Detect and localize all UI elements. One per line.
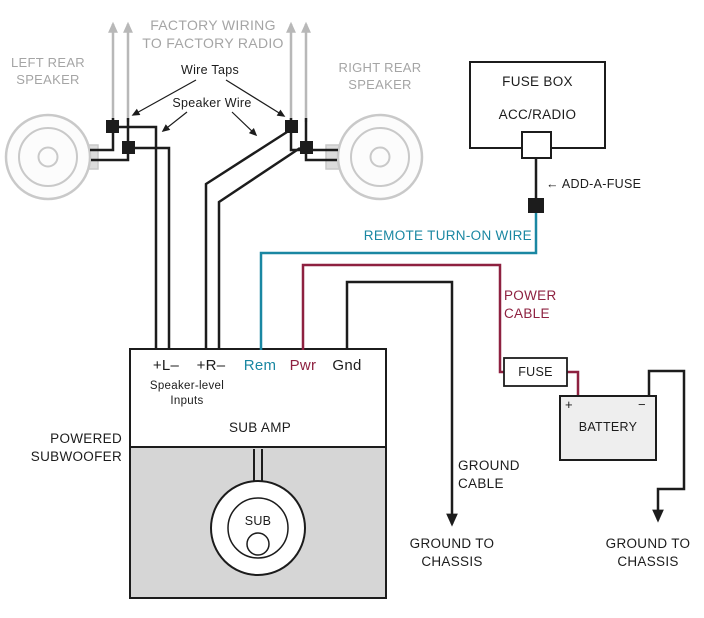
remote-turn-on-label: REMOTE TURN-ON WIRE <box>363 228 532 243</box>
wire-tap <box>122 141 135 154</box>
right-rear-speaker <box>325 113 424 201</box>
add-a-fuse-label: ← ADD-A-FUSE <box>546 177 642 191</box>
power-cable-wire <box>301 263 580 397</box>
left-speaker-label: LEFT REAR SPEAKER <box>11 55 85 87</box>
amp-terminal-ground: Gnd <box>332 357 362 374</box>
factory-wiring-label: FACTORY WIRING TO FACTORY RADIO <box>142 17 284 52</box>
amp-terminal-remote: Rem <box>243 357 277 374</box>
factory-speaker-wire <box>91 118 130 162</box>
right-speaker-label: RIGHT REAR SPEAKER <box>338 60 422 92</box>
wire-taps-arrow <box>131 79 197 116</box>
wire-taps <box>106 120 313 154</box>
speaker-wire-to-amp <box>204 130 288 350</box>
ground-cable-label: GROUND CABLE <box>458 458 520 491</box>
battery-box <box>559 395 657 461</box>
left-rear-speaker <box>4 113 99 201</box>
wire-tap <box>106 120 119 133</box>
speaker-wire-to-amp <box>217 146 301 350</box>
speaker-wire-to-amp <box>119 125 158 350</box>
fuse-box-shape <box>469 61 606 213</box>
speaker-wires-to-amp <box>119 125 301 350</box>
battery-minus-terminal: − <box>638 397 646 412</box>
add-a-fuse-connector <box>528 198 544 213</box>
sub-label: SUB <box>244 514 272 528</box>
battery-ground-wire <box>647 369 686 523</box>
amp-box-shape <box>129 348 387 599</box>
wire-taps-arrow <box>225 79 286 117</box>
subwoofer-cone <box>210 480 306 576</box>
fuse-label: FUSE <box>518 365 553 379</box>
label-arrows <box>131 79 286 137</box>
wire-tap <box>300 141 313 154</box>
factory-speaker-wire <box>304 118 337 162</box>
battery-plus-terminal: + <box>565 397 573 412</box>
battery-label: BATTERY <box>578 420 638 434</box>
factory-wiring-arrows <box>108 21 311 122</box>
acc-radio-label: ACC/RADIO <box>498 107 577 122</box>
amp-terminal-right-input: +R– <box>196 357 226 374</box>
speaker-wire-arrow <box>231 111 258 137</box>
speaker-level-inputs-label: Speaker-level Inputs <box>149 380 225 407</box>
ground-cable-wire <box>345 280 458 527</box>
inline-fuse-box <box>503 357 568 387</box>
power-cable-label: POWER CABLE <box>504 288 557 321</box>
remote-turn-on-wire <box>259 213 538 350</box>
fuse-tap-slot <box>521 131 552 159</box>
sub-amp-label: SUB AMP <box>228 420 292 435</box>
ground-to-chassis-left-label: GROUND TO CHASSIS <box>409 536 495 569</box>
wire-taps-label: Wire Taps <box>180 63 240 77</box>
ground-to-chassis-right-label: GROUND TO CHASSIS <box>605 536 691 569</box>
speaker-wire-arrow <box>161 111 188 132</box>
powered-subwoofer-label: POWERED SUBWOOFER <box>30 431 122 464</box>
amp-terminal-left-input: +L– <box>152 357 180 374</box>
fuse-box-title: FUSE BOX <box>502 74 573 89</box>
wire-tap <box>285 120 298 133</box>
speaker-wire-to-amp <box>135 146 171 350</box>
amp-terminal-power: Pwr <box>289 357 317 374</box>
speaker-wire-label: Speaker Wire <box>172 96 252 110</box>
